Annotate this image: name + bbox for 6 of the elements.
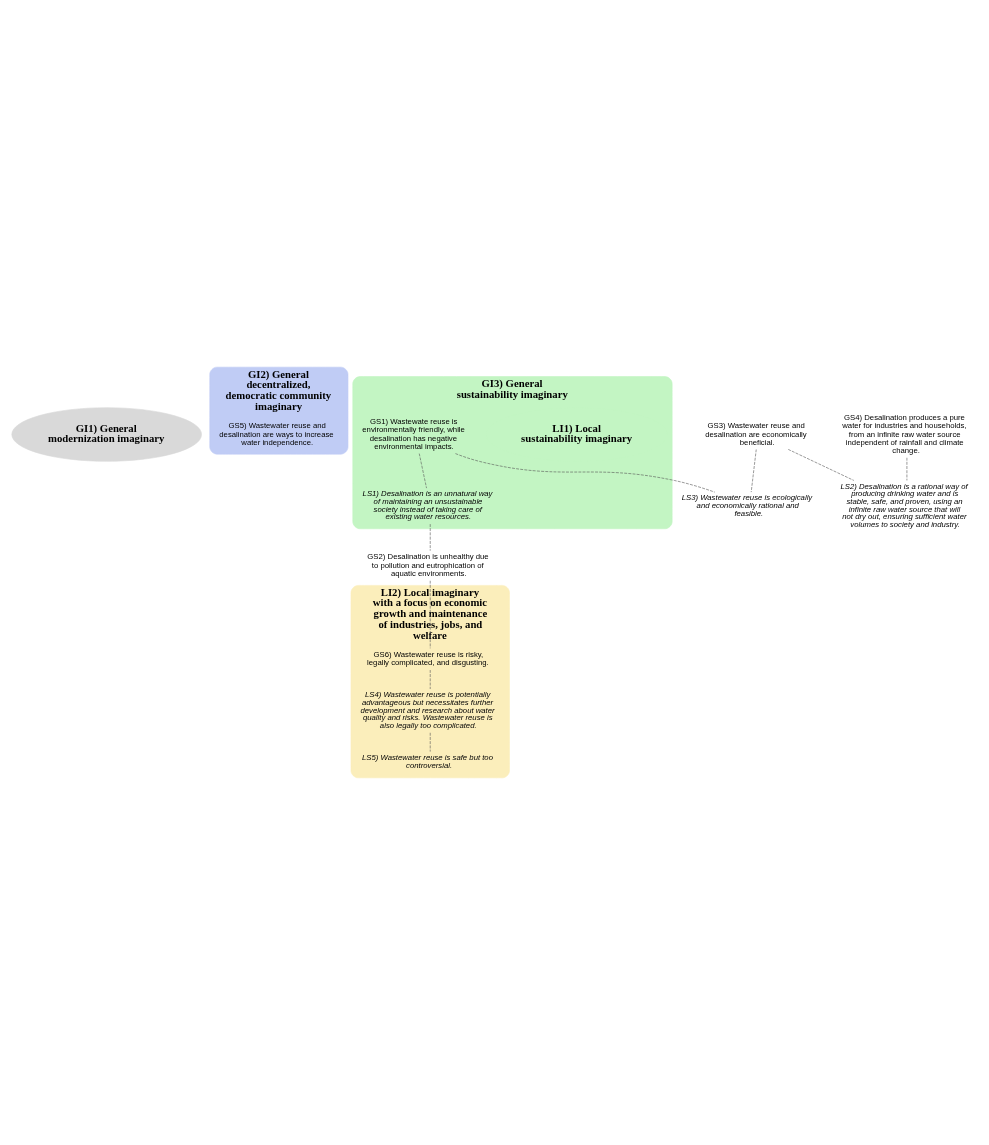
node-text: LI1) Local sustainability imaginary — [520, 421, 632, 445]
connector — [454, 453, 715, 493]
connector — [787, 449, 854, 481]
connector — [750, 449, 757, 493]
connector — [418, 453, 427, 489]
node-ellipse: GI1) General modernization imaginary — [11, 407, 202, 462]
